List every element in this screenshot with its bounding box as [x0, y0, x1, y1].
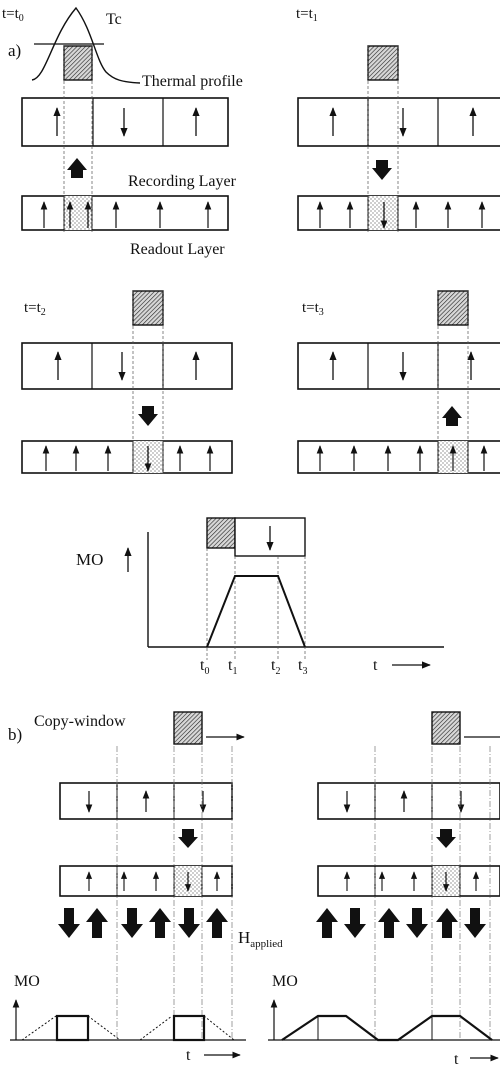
recording-layer-t2 — [21, 342, 233, 390]
mo-axis-label: MO — [76, 550, 103, 569]
panel-t0-time: t=t0 — [2, 6, 24, 24]
tick-t2: t2 — [271, 657, 280, 677]
part-b-label: b) — [8, 725, 22, 744]
panel-t1: t=t1 — [296, 6, 500, 232]
readout-layer-t3 — [297, 440, 500, 474]
readout-layer-b-left — [59, 865, 233, 897]
readout-layer-b-right — [317, 865, 500, 897]
copy-window-hot-spot — [437, 290, 469, 326]
tick-t3: t3 — [298, 657, 307, 677]
panel-t0: t=t0 Tc Thermal profile Recording Layer … — [2, 6, 243, 258]
recording-layer-t0 — [21, 97, 229, 147]
t-axis-label-b-left: t — [186, 1047, 191, 1064]
panel-t1-time: t=t1 — [296, 6, 318, 24]
recording-layer-label: Recording Layer — [128, 173, 237, 190]
recording-layer-b-right — [317, 782, 500, 820]
part-a-label: a) — [8, 41, 21, 60]
applied-field-arrows-left — [58, 908, 228, 938]
copy-window-hot-spot — [431, 711, 461, 745]
copy-arrow-down-icon — [178, 829, 198, 848]
tc-label: Tc — [106, 11, 122, 28]
thermal-profile-label: Thermal profile — [142, 73, 243, 90]
mo-signal-curve — [206, 575, 306, 648]
panel-t3: t=t3 — [297, 290, 500, 475]
mo-time-graph: MO t0 t1 t2 t3 t — [76, 517, 444, 677]
part-b-right: MO t — [268, 711, 500, 1068]
h-applied-label: Happlied — [238, 928, 283, 950]
recording-layer-t3 — [297, 342, 500, 390]
part-b-left: MO t — [10, 711, 246, 1064]
mo-axis-label-b-right: MO — [272, 973, 298, 990]
mo-pulse — [55, 1014, 90, 1042]
copy-arrow-up-icon — [67, 158, 87, 178]
mo-signal-curve — [281, 1014, 493, 1042]
copy-window-hot-spot — [206, 517, 236, 549]
panel-t2: t=t2 — [21, 290, 233, 475]
panel-t3-time: t=t3 — [302, 300, 324, 318]
tick-t0: t0 — [200, 657, 209, 677]
panel-t2-time: t=t2 — [24, 300, 46, 318]
readout-layer-t1 — [297, 195, 500, 231]
mo-pulse — [172, 1014, 206, 1042]
readout-layer-t0 — [21, 195, 229, 231]
copy-window-hot-spot — [63, 45, 93, 81]
copy-window-hot-spot — [132, 290, 164, 326]
copy-arrow-up-icon — [442, 406, 462, 426]
thermal-profile-curve — [31, 6, 141, 84]
recording-layer-t1 — [297, 97, 500, 147]
copy-arrow-down-icon — [436, 829, 456, 848]
applied-field-arrows-right — [316, 908, 486, 938]
readout-layer-label: Readout Layer — [130, 241, 225, 258]
copy-window-hot-spot — [367, 45, 399, 81]
copy-arrow-down-icon — [138, 406, 158, 426]
copy-window-hot-spot — [173, 711, 203, 745]
mo-axis-label-b-left: MO — [14, 973, 40, 990]
copy-arrow-down-icon — [372, 160, 392, 180]
readout-layer-t2 — [21, 440, 233, 474]
copy-window-label: Copy-window — [34, 713, 126, 730]
t-axis-label-b-right: t — [454, 1051, 459, 1068]
t-axis-label: t — [373, 657, 378, 674]
tick-t1: t1 — [228, 657, 237, 677]
